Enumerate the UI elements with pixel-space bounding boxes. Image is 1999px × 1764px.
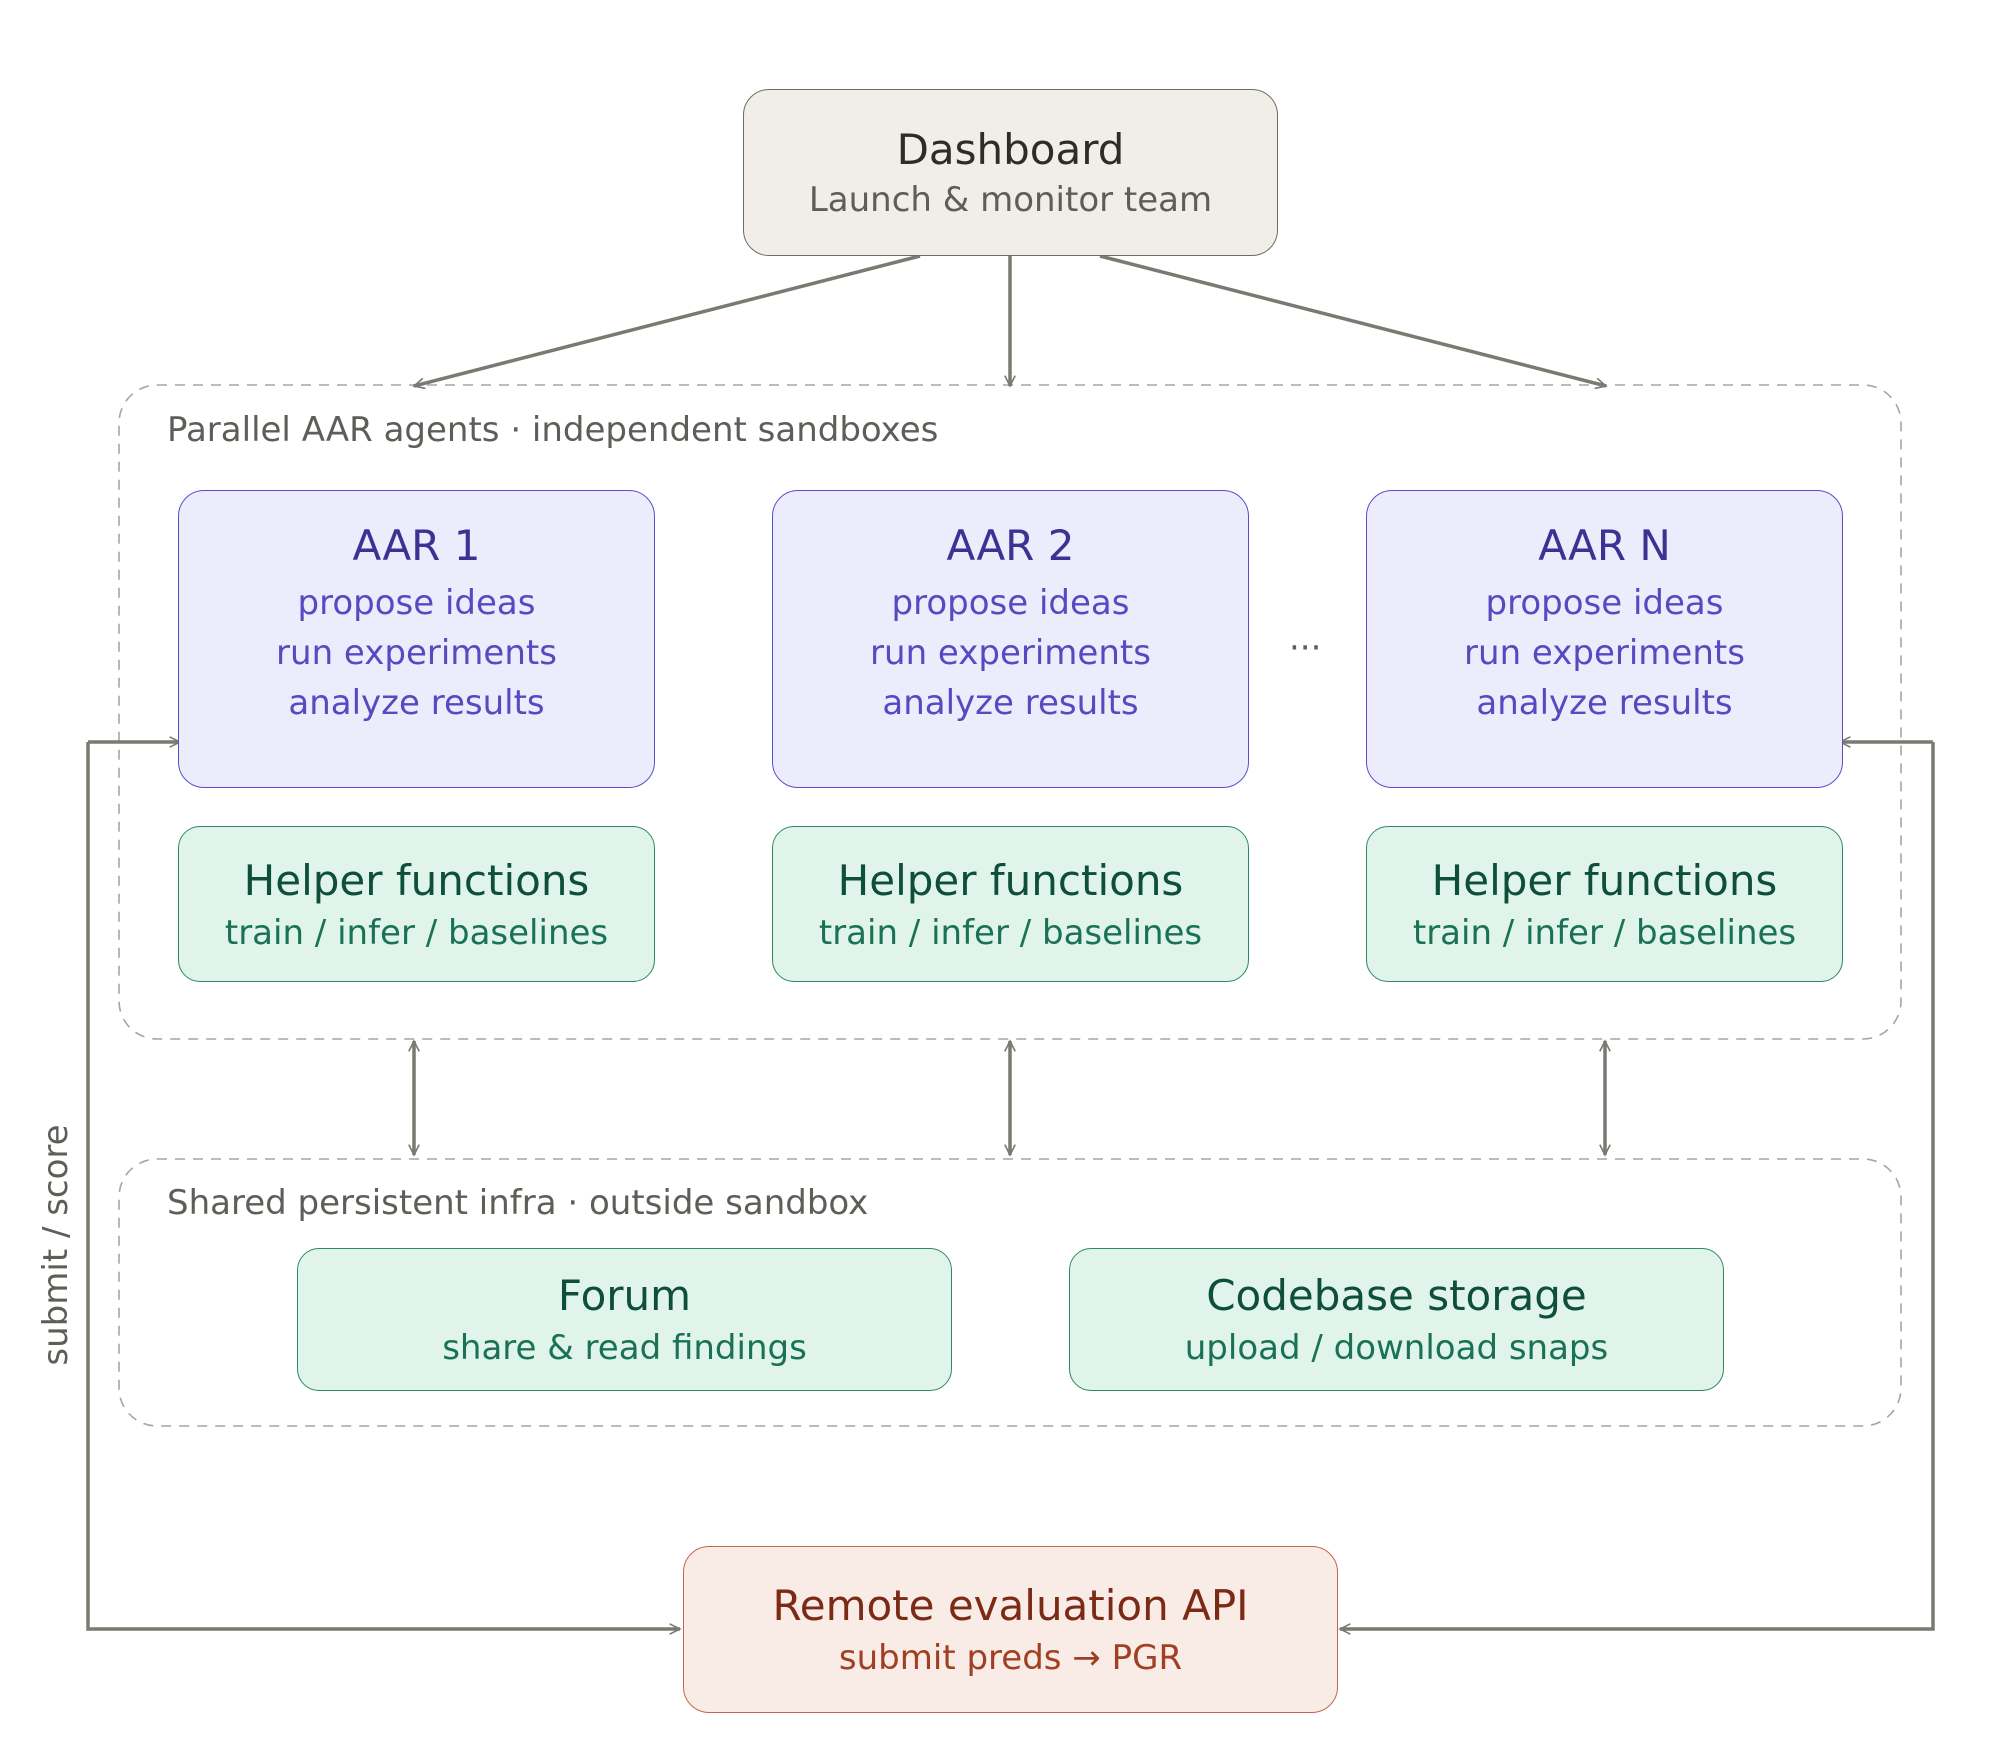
remote-evaluation-api-node: Remote evaluation API submit preds → PGR xyxy=(683,1546,1338,1713)
aar-task-propose: propose ideas xyxy=(1485,583,1724,623)
aar-task-propose: propose ideas xyxy=(297,583,536,623)
helper-title: Helper functions xyxy=(243,855,590,905)
right-submit-loop-to-remote xyxy=(1340,742,1935,1629)
storage-subtitle: upload / download snaps xyxy=(1184,1328,1609,1368)
dashboard-node: Dashboard Launch & monitor team xyxy=(743,89,1278,256)
helper-title: Helper functions xyxy=(1431,855,1778,905)
aar-task-run: run experiments xyxy=(276,633,557,673)
infra-group-container xyxy=(118,1158,1902,1427)
aar-title: AAR 1 xyxy=(352,521,481,570)
dashboard-title: Dashboard xyxy=(896,125,1125,174)
aar-title: AAR 2 xyxy=(946,521,1075,570)
left-submit-loop-to-remote xyxy=(86,742,680,1629)
aar-task-propose: propose ideas xyxy=(891,583,1130,623)
aar-title: AAR N xyxy=(1538,521,1671,570)
forum-subtitle: share & read findings xyxy=(442,1328,807,1368)
helper-subtitle: train / infer / baselines xyxy=(1412,912,1797,953)
aar-task-run: run experiments xyxy=(870,633,1151,673)
codebase-storage-node: Codebase storage upload / download snaps xyxy=(1069,1248,1724,1391)
forum-node: Forum share & read findings xyxy=(297,1248,952,1391)
aar-task-analyze: analyze results xyxy=(288,683,545,723)
storage-title: Codebase storage xyxy=(1206,1271,1587,1320)
remote-api-title: Remote evaluation API xyxy=(772,1581,1249,1630)
helper-subtitle: train / infer / baselines xyxy=(818,912,1203,953)
aar-task-run: run experiments xyxy=(1464,633,1745,673)
aar-node-n: AAR N propose ideas run experiments anal… xyxy=(1366,490,1843,788)
aar-task-analyze: analyze results xyxy=(882,683,1139,723)
helper-functions-node-n: Helper functions train / infer / baselin… xyxy=(1366,826,1843,982)
aar-task-analyze: analyze results xyxy=(1476,683,1733,723)
forum-title: Forum xyxy=(557,1271,692,1320)
more-agents-ellipsis: ··· xyxy=(1289,628,1322,668)
helper-subtitle: train / infer / baselines xyxy=(224,912,609,953)
submit-score-label: submit / score xyxy=(36,1124,76,1366)
dashboard-to-aar1-arrow xyxy=(414,254,921,386)
infra-group-label: Shared persistent infra · outside sandbo… xyxy=(167,1183,869,1223)
agents-group-label: Parallel AAR agents · independent sandbo… xyxy=(167,410,939,450)
helper-title: Helper functions xyxy=(837,855,1184,905)
aar-node-2: AAR 2 propose ideas run experiments anal… xyxy=(772,490,1249,788)
remote-api-subtitle: submit preds → PGR xyxy=(838,1638,1183,1678)
helper-functions-node-1: Helper functions train / infer / baselin… xyxy=(178,826,655,982)
helper-functions-node-2: Helper functions train / infer / baselin… xyxy=(772,826,1249,982)
dashboard-to-aarn-arrow xyxy=(1099,254,1606,386)
dashboard-subtitle: Launch & monitor team xyxy=(808,180,1213,220)
aar-node-1: AAR 1 propose ideas run experiments anal… xyxy=(178,490,655,788)
